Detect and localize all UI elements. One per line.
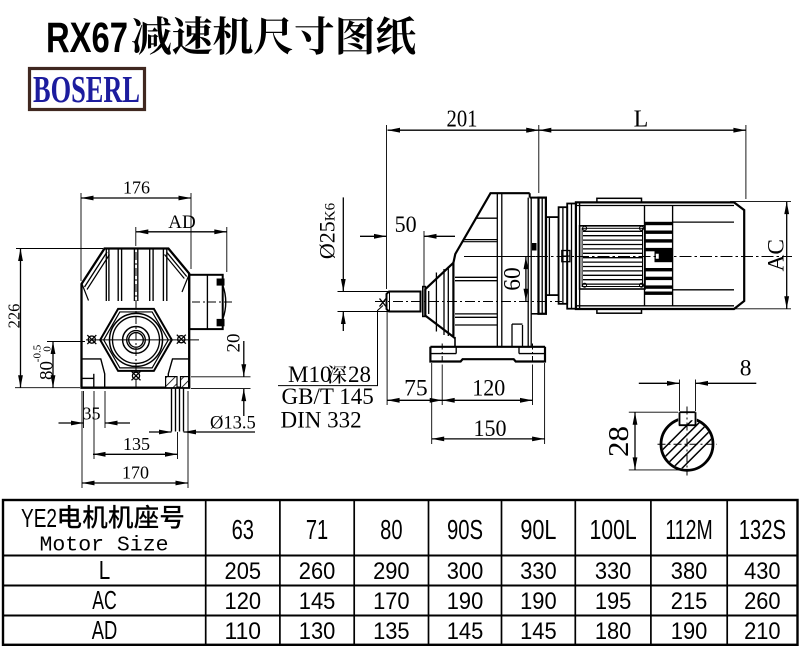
svg-text:90S: 90S <box>447 514 483 545</box>
svg-text:132S: 132S <box>739 514 786 545</box>
svg-text:150: 150 <box>474 416 507 441</box>
svg-text:80: 80 <box>380 514 402 545</box>
svg-text:430: 430 <box>744 558 781 585</box>
svg-text:DIN 332: DIN 332 <box>281 408 362 433</box>
svg-text:100L: 100L <box>589 514 636 545</box>
svg-text:210: 210 <box>744 618 781 645</box>
svg-text:0: 0 <box>42 346 54 352</box>
svg-text:145: 145 <box>520 618 557 645</box>
svg-text:205: 205 <box>225 558 262 585</box>
svg-text:226: 226 <box>5 304 24 329</box>
svg-text:Motor Size: Motor Size <box>39 534 168 558</box>
svg-text:330: 330 <box>595 558 632 585</box>
svg-text:145: 145 <box>299 588 336 615</box>
svg-text:AC: AC <box>92 585 117 615</box>
svg-text:90L: 90L <box>520 514 556 545</box>
svg-text:YE2: YE2 <box>21 503 57 533</box>
svg-text:135: 135 <box>373 618 410 645</box>
svg-text:L: L <box>634 107 649 133</box>
svg-text:145: 145 <box>447 618 484 645</box>
svg-text:35: 35 <box>83 404 101 424</box>
svg-text:28: 28 <box>348 362 371 387</box>
svg-text:75: 75 <box>404 375 428 400</box>
svg-text:80: 80 <box>37 361 58 380</box>
svg-text:190: 190 <box>671 618 708 645</box>
svg-text:300: 300 <box>447 558 484 585</box>
svg-text:190: 190 <box>447 588 484 615</box>
svg-text:110: 110 <box>225 618 262 645</box>
svg-text:-0.5: -0.5 <box>32 344 44 362</box>
svg-text:AC: AC <box>764 239 790 271</box>
svg-text:50: 50 <box>395 212 417 237</box>
svg-text:8: 8 <box>740 356 752 382</box>
svg-text:170: 170 <box>373 588 410 615</box>
svg-text:BOSERL: BOSERL <box>33 69 140 111</box>
svg-text:176: 176 <box>123 178 150 198</box>
svg-text:28: 28 <box>603 426 635 457</box>
svg-text:60: 60 <box>499 267 526 291</box>
svg-text:260: 260 <box>299 558 336 585</box>
svg-text:GB/T 145: GB/T 145 <box>282 384 374 409</box>
svg-text:112M: 112M <box>665 514 712 545</box>
svg-text:M10: M10 <box>288 362 331 387</box>
svg-text:180: 180 <box>595 618 632 645</box>
svg-text:120: 120 <box>472 375 505 400</box>
svg-text:380: 380 <box>671 558 708 585</box>
svg-text:63: 63 <box>232 514 254 545</box>
svg-text:71: 71 <box>306 514 328 545</box>
svg-text:215: 215 <box>671 588 708 615</box>
svg-text:170: 170 <box>122 463 149 483</box>
svg-text:201: 201 <box>447 107 478 133</box>
svg-text:330: 330 <box>520 558 557 585</box>
svg-text:AD: AD <box>168 212 195 233</box>
svg-text:120: 120 <box>225 588 262 615</box>
svg-text:20: 20 <box>224 334 245 353</box>
svg-text:130: 130 <box>299 618 336 645</box>
svg-text:290: 290 <box>373 558 410 585</box>
svg-text:135: 135 <box>123 434 150 454</box>
svg-text:Ø13.5: Ø13.5 <box>210 414 256 434</box>
svg-text:L: L <box>99 555 111 585</box>
svg-text:195: 195 <box>595 588 632 615</box>
svg-text:AD: AD <box>92 615 118 645</box>
svg-text:260: 260 <box>744 588 781 615</box>
svg-text:190: 190 <box>520 588 557 615</box>
svg-text:RX67: RX67 <box>46 14 128 62</box>
